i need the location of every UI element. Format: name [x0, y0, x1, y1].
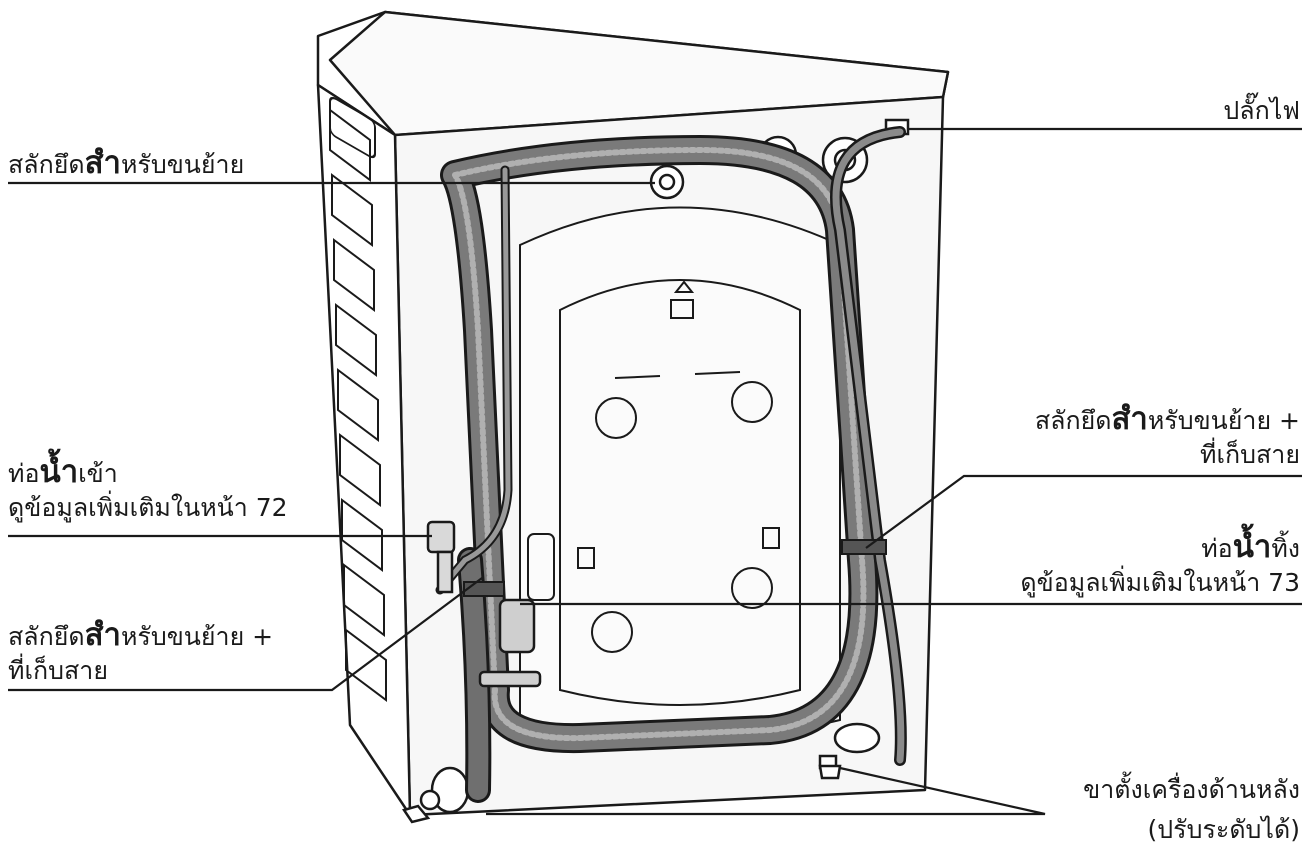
drain-hose-bold: น้ำ: [1232, 529, 1272, 565]
label-transit-bolt-top: สลักยึดสำหรับขนย้าย: [8, 146, 244, 182]
water-inlet-bold: น้ำ: [39, 454, 79, 490]
inlet-hose: [435, 165, 513, 595]
leader-lines: [8, 127, 1302, 816]
label-transit-bolt-right: สลักยึดสำหรับขนย้าย + ที่เก็บสาย: [1035, 402, 1300, 472]
transit-bolt-top-bold: สำ: [84, 145, 121, 181]
right-clip: [841, 539, 887, 555]
rear-feet: [402, 764, 842, 824]
transit-bolt-right-line2: ที่เก็บสาย: [1200, 440, 1300, 469]
label-water-inlet-hose: ท่อน้ำเข้า ดูข้อมูลเพิ่มเติมในหน้า 72: [8, 455, 288, 525]
water-inlet-pre: ท่อ: [8, 459, 40, 488]
left-clip: [463, 581, 505, 597]
rear-panel-inset: [519, 206, 841, 741]
leader-rear-feet: [486, 766, 1046, 816]
transit-bolt-top-pre: สลักยึด: [8, 150, 85, 179]
transit-bolt-right-pre: สลักยึด: [1034, 406, 1112, 435]
drain-hose-line2: ดูข้อมูลเพิ่มเติมในหน้า 73: [1020, 568, 1300, 597]
leader-transit-bolt-right: [865, 474, 1302, 549]
transit-bolt-left-post: หรับขนย้าย +: [120, 622, 274, 651]
power-plug-text: ปลั๊กไฟ: [1223, 96, 1300, 125]
label-rear-feet: ขาตั้งเครื่องด้านหลัง (ปรับระดับได้): [1083, 770, 1300, 850]
transit-bolt-top-post: หรับขนย้าย: [120, 150, 245, 179]
label-transit-bolt-left: สลักยึดสำหรับขนย้าย + ที่เก็บสาย: [8, 618, 273, 688]
transit-bolt-right-post: หรับขนย้าย +: [1147, 406, 1300, 435]
drain-hose-loop: [440, 135, 879, 803]
drain-hose-pre: ท่อ: [1201, 534, 1233, 563]
label-drain-hose: ท่อน้ำทิ้ง ดูข้อมูลเพิ่มเติมในหน้า 73: [1020, 530, 1300, 600]
label-power-plug: ปลั๊กไฟ: [1223, 94, 1300, 128]
rear-feet-line2: (ปรับระดับได้): [1147, 815, 1300, 844]
drain-hose-connector: [478, 598, 542, 688]
leader-transit-bolt-left: [8, 577, 483, 692]
water-inlet-post: เข้า: [78, 459, 118, 488]
rear-feet-line1: ขาตั้งเครื่องด้านหลัง: [1083, 775, 1300, 804]
water-inlet-line2: ดูข้อมูลเพิ่มเติมในหน้า 72: [8, 493, 288, 522]
water-inlet-fitting: [426, 520, 456, 594]
transit-bolt-left-bold: สำ: [84, 617, 121, 653]
transit-bolt-right-bold: สำ: [1111, 401, 1148, 437]
transit-bolt-left-pre: สลักยึด: [8, 622, 85, 651]
transit-bolt-left-line2: ที่เก็บสาย: [8, 656, 108, 685]
drain-hose-post: ทิ้ง: [1271, 534, 1300, 563]
power-cord: [830, 126, 907, 766]
side-vent-slots: [329, 108, 387, 702]
